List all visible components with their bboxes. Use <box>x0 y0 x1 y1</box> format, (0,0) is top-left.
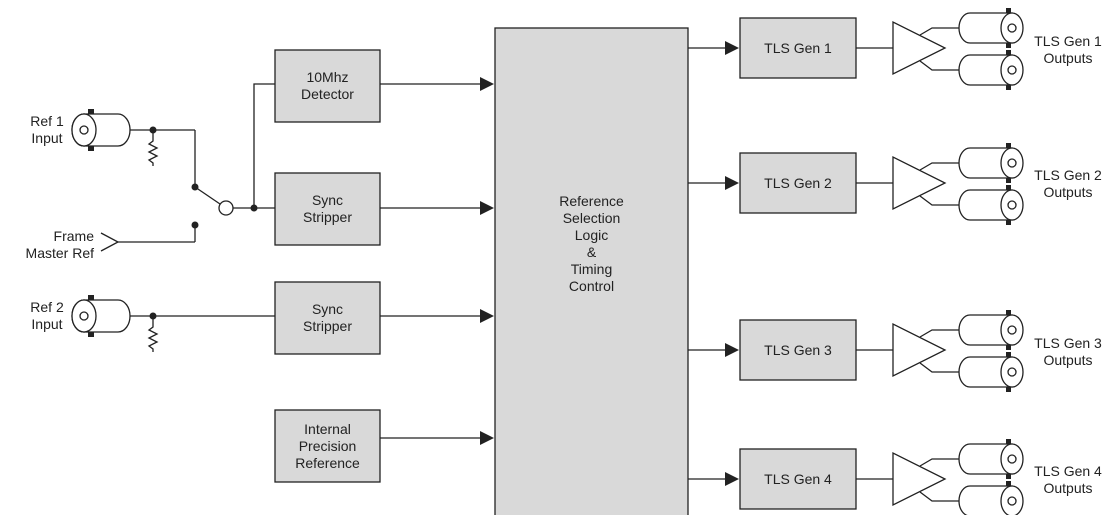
selector-switch-icon <box>194 186 234 216</box>
amplifier-icon <box>892 322 947 378</box>
ref1-termination-resistor-icon <box>147 130 159 166</box>
detector-block <box>274 49 381 123</box>
tls-gen-1-label: TLS Gen 1 <box>764 40 832 56</box>
tls-gen-2-outputs-label: TLS Gen 2 Outputs <box>1034 167 1102 200</box>
tls-gen-2-label: TLS Gen 2 <box>764 175 832 191</box>
output-bnc-connector-icon <box>958 310 1024 350</box>
ref1-bnc-connector-icon <box>71 109 131 151</box>
output-bnc-connector-icon <box>958 143 1024 183</box>
output-bnc-connector-icon <box>958 439 1024 479</box>
sync-stripper-1-label: Sync Stripper <box>302 192 353 225</box>
ref1-input-label: Ref 1 Input <box>30 113 64 146</box>
output-stage-2 <box>856 143 1024 225</box>
sync-stripper-1-block <box>274 172 381 246</box>
tls-gen-4-outputs-label: TLS Gen 4 Outputs <box>1034 463 1102 496</box>
reference-selection-block <box>494 27 689 515</box>
sync-stripper-2-label: Sync Stripper <box>302 301 353 334</box>
sync-stripper-2-block <box>274 281 381 355</box>
output-bnc-connector-icon <box>958 352 1024 392</box>
output-bnc-connector-icon <box>958 481 1024 515</box>
tls-gen-2-block <box>739 152 857 214</box>
frame-master-input-chevron-icon <box>100 232 120 252</box>
ref2-input-label: Ref 2 Input <box>30 299 64 332</box>
amplifier-icon <box>892 155 947 211</box>
output-bnc-connector-icon <box>958 50 1024 90</box>
output-bnc-connector-icon <box>958 8 1024 48</box>
amplifier-icon <box>892 20 947 76</box>
output-stage-3 <box>856 310 1024 392</box>
tls-gen-3-label: TLS Gen 3 <box>764 342 832 358</box>
ref2-termination-resistor-icon <box>147 316 159 352</box>
ref2-bnc-connector-icon <box>71 295 131 337</box>
tls-gen-3-outputs-label: TLS Gen 3 Outputs <box>1034 335 1102 368</box>
internal-reference-block <box>274 409 381 483</box>
tls-gen-4-label: TLS Gen 4 <box>764 471 832 487</box>
tls-gen-1-outputs-label: TLS Gen 1 Outputs <box>1034 33 1102 66</box>
reference-selection-label: Reference Selection Logic & Timing Contr… <box>559 193 624 294</box>
amplifier-icon <box>892 451 947 507</box>
output-stage-4 <box>856 439 1024 515</box>
detector-label: 10Mhz Detector <box>301 69 354 102</box>
frame-master-ref-label: Frame Master Ref <box>25 228 94 261</box>
output-stage-1 <box>856 8 1024 90</box>
output-bnc-connector-icon <box>958 185 1024 225</box>
tls-gen-1-block <box>739 17 857 79</box>
internal-reference-label: Internal Precision Reference <box>295 421 360 471</box>
